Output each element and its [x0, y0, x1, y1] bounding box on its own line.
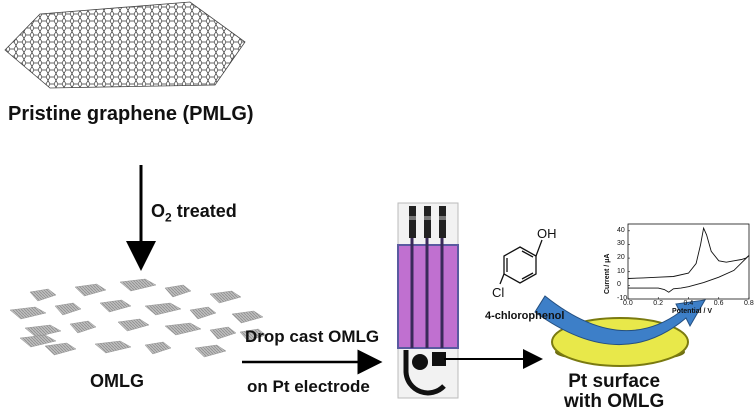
x-tick-label: 0.0	[623, 300, 633, 307]
y-tick-label: 40	[617, 226, 625, 234]
omlg-flake	[94, 340, 132, 354]
on-pt-electrode-label: on Pt electrode	[247, 377, 370, 396]
omlg-flake	[119, 278, 157, 292]
omlg-flake	[164, 284, 192, 298]
x-tick-label: 0.6	[713, 300, 724, 307]
chart-y-axis-title: Current / μA	[604, 253, 611, 294]
omlg-flake	[29, 288, 57, 302]
omlg-flake	[99, 299, 132, 313]
omlg-flake	[44, 342, 77, 356]
omlg-flake	[231, 310, 264, 324]
omlg-flake	[24, 324, 62, 338]
omlg-flake	[19, 334, 57, 348]
omlg-flake	[144, 302, 182, 316]
x-tick-label: 0.4	[683, 300, 694, 307]
cv-reverse-scan	[628, 255, 750, 293]
omlg-label: OMLG	[90, 371, 144, 391]
omlg-flake	[144, 341, 172, 355]
x-tick-label: 0.8	[744, 300, 754, 307]
omlg-flake	[194, 344, 227, 358]
pt-electrode	[397, 202, 459, 399]
hydroxyl-label: OH	[537, 226, 557, 241]
omlg-flake	[54, 302, 82, 316]
y-tick-label: 20	[617, 254, 625, 262]
cv-chart	[627, 223, 750, 300]
omlg-flake	[239, 328, 267, 342]
omlg-flake	[164, 322, 202, 336]
chlorophenol-label: 4-chlorophenol	[485, 310, 565, 322]
drop-cast-label: Drop cast OMLG	[245, 327, 380, 346]
omlg-flake	[9, 306, 47, 320]
omlg-flake	[209, 326, 237, 340]
o2-treated-label: O2 treated	[151, 201, 237, 225]
chart-x-axis-title: Potential / V	[672, 308, 713, 315]
pristine-graphene-sheet	[4, 1, 246, 89]
cv-forward-scan	[627, 226, 750, 279]
oxidation-curved-arrow	[534, 295, 706, 345]
y-tick-label: 0	[617, 281, 621, 289]
omlg-flake	[74, 283, 107, 297]
chlorophenol-structure	[499, 239, 543, 285]
chlorine-label: Cl	[492, 285, 505, 300]
y-tick-label: 10	[617, 267, 625, 275]
omlg-flake	[189, 306, 217, 320]
omlg-flake	[117, 318, 150, 332]
omlg-flake	[209, 290, 242, 304]
x-tick-label: 0.2	[653, 300, 663, 307]
omlg-flake	[69, 320, 97, 334]
pristine-graphene-label: Pristine graphene (PMLG)	[8, 103, 254, 125]
y-tick-label: -10	[617, 295, 628, 302]
omlg-flakes	[9, 278, 267, 358]
y-tick-label: 30	[617, 240, 625, 248]
